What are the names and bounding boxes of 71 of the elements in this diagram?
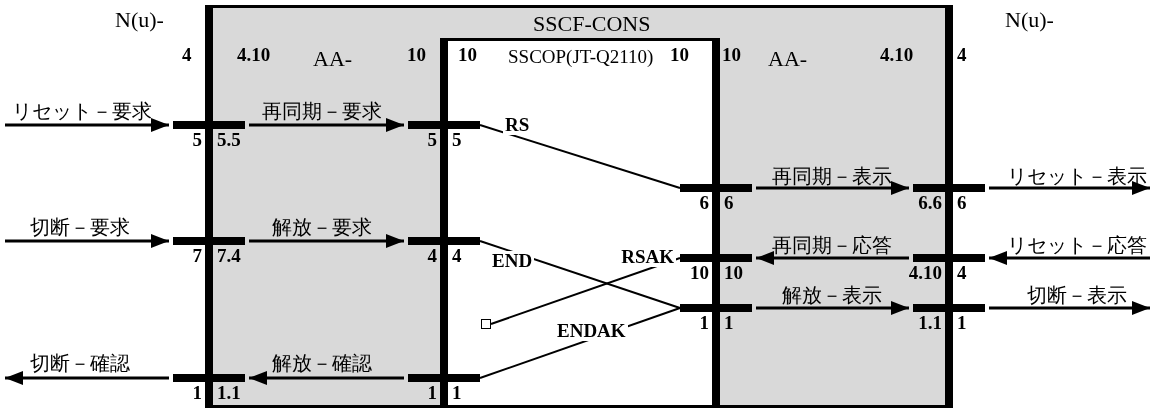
layer-label: AA- bbox=[768, 47, 808, 71]
signal-label: RSAK bbox=[619, 247, 676, 267]
arrow bbox=[5, 234, 169, 248]
port-number: 1 bbox=[699, 313, 709, 333]
port-number: 4 bbox=[957, 45, 967, 65]
port-number: 1.1 bbox=[217, 383, 241, 403]
port-number: 1 bbox=[957, 313, 967, 333]
port-number: 10 bbox=[722, 45, 741, 65]
edge-label: 解放－要求 bbox=[272, 216, 372, 238]
port-number: 7.4 bbox=[217, 246, 241, 266]
arrow bbox=[249, 234, 404, 248]
port-number: 6 bbox=[724, 193, 734, 213]
connector-line bbox=[490, 257, 681, 325]
edge-label: 解放－表示 bbox=[782, 284, 882, 306]
port-number: 5 bbox=[192, 130, 202, 150]
port-number: 5.5 bbox=[217, 130, 241, 150]
block-title: SSCF-CONS bbox=[533, 12, 651, 36]
inner-block-box bbox=[440, 38, 720, 405]
arrow bbox=[989, 301, 1150, 315]
edge-label: 切断－確認 bbox=[30, 352, 130, 374]
connector-line bbox=[479, 240, 681, 309]
arrow bbox=[989, 251, 1150, 265]
port-number: 1 bbox=[452, 383, 462, 403]
port-number: 1 bbox=[724, 313, 734, 333]
layer-label: AA- bbox=[313, 47, 353, 71]
edge-label: 再同期－要求 bbox=[262, 100, 382, 122]
layer-label: N(u)- bbox=[115, 8, 164, 32]
port-number: 4 bbox=[182, 45, 192, 65]
port-number: 7 bbox=[192, 246, 202, 266]
port-number: 5 bbox=[427, 130, 437, 150]
port-number: 1.1 bbox=[918, 313, 942, 333]
port-number: 10 bbox=[407, 45, 426, 65]
port-number: 1 bbox=[427, 383, 437, 403]
port-number: 5 bbox=[452, 130, 462, 150]
edge-label: リセット－応答 bbox=[1007, 234, 1147, 256]
arrow bbox=[756, 181, 909, 195]
port-number: 6 bbox=[957, 193, 967, 213]
arrow bbox=[249, 118, 404, 132]
port-number: 4 bbox=[957, 263, 967, 283]
arrow bbox=[756, 251, 909, 265]
port-number: 10 bbox=[690, 263, 709, 283]
port-number: 6 bbox=[699, 193, 709, 213]
edge-label: 再同期－表示 bbox=[772, 165, 892, 187]
edge-label: リセット－要求 bbox=[12, 100, 152, 122]
arrow bbox=[5, 118, 169, 132]
port-number: 1 bbox=[192, 383, 202, 403]
edge-label: 切断－表示 bbox=[1027, 284, 1127, 306]
port-number: 10 bbox=[670, 45, 689, 65]
small-square bbox=[481, 319, 491, 329]
connector-line bbox=[479, 124, 681, 189]
port-number: 6.6 bbox=[918, 193, 942, 213]
arrow bbox=[5, 371, 169, 385]
signal-label: RS bbox=[503, 115, 532, 135]
arrow bbox=[756, 301, 909, 315]
block-title: SSCOP(JT-Q2110) bbox=[508, 45, 654, 69]
edge-label: 再同期－応答 bbox=[772, 234, 892, 256]
port-number: 4.10 bbox=[880, 45, 914, 65]
arrow bbox=[249, 371, 404, 385]
port-number: 4.10 bbox=[908, 263, 942, 283]
port-number: 4 bbox=[452, 246, 462, 266]
edge-label: 解放－確認 bbox=[272, 352, 372, 374]
edge-label: リセット－表示 bbox=[1007, 165, 1147, 187]
signal-label: ENDAK bbox=[555, 321, 628, 341]
port-number: 4 bbox=[427, 246, 437, 266]
edge-label: 切断－要求 bbox=[30, 216, 130, 238]
arrow bbox=[989, 181, 1150, 195]
port-number: 10 bbox=[458, 45, 477, 65]
layer-label: N(u)- bbox=[1005, 8, 1054, 32]
port-number: 4.10 bbox=[237, 45, 271, 65]
port-number: 10 bbox=[724, 263, 743, 283]
block-box bbox=[205, 5, 953, 408]
